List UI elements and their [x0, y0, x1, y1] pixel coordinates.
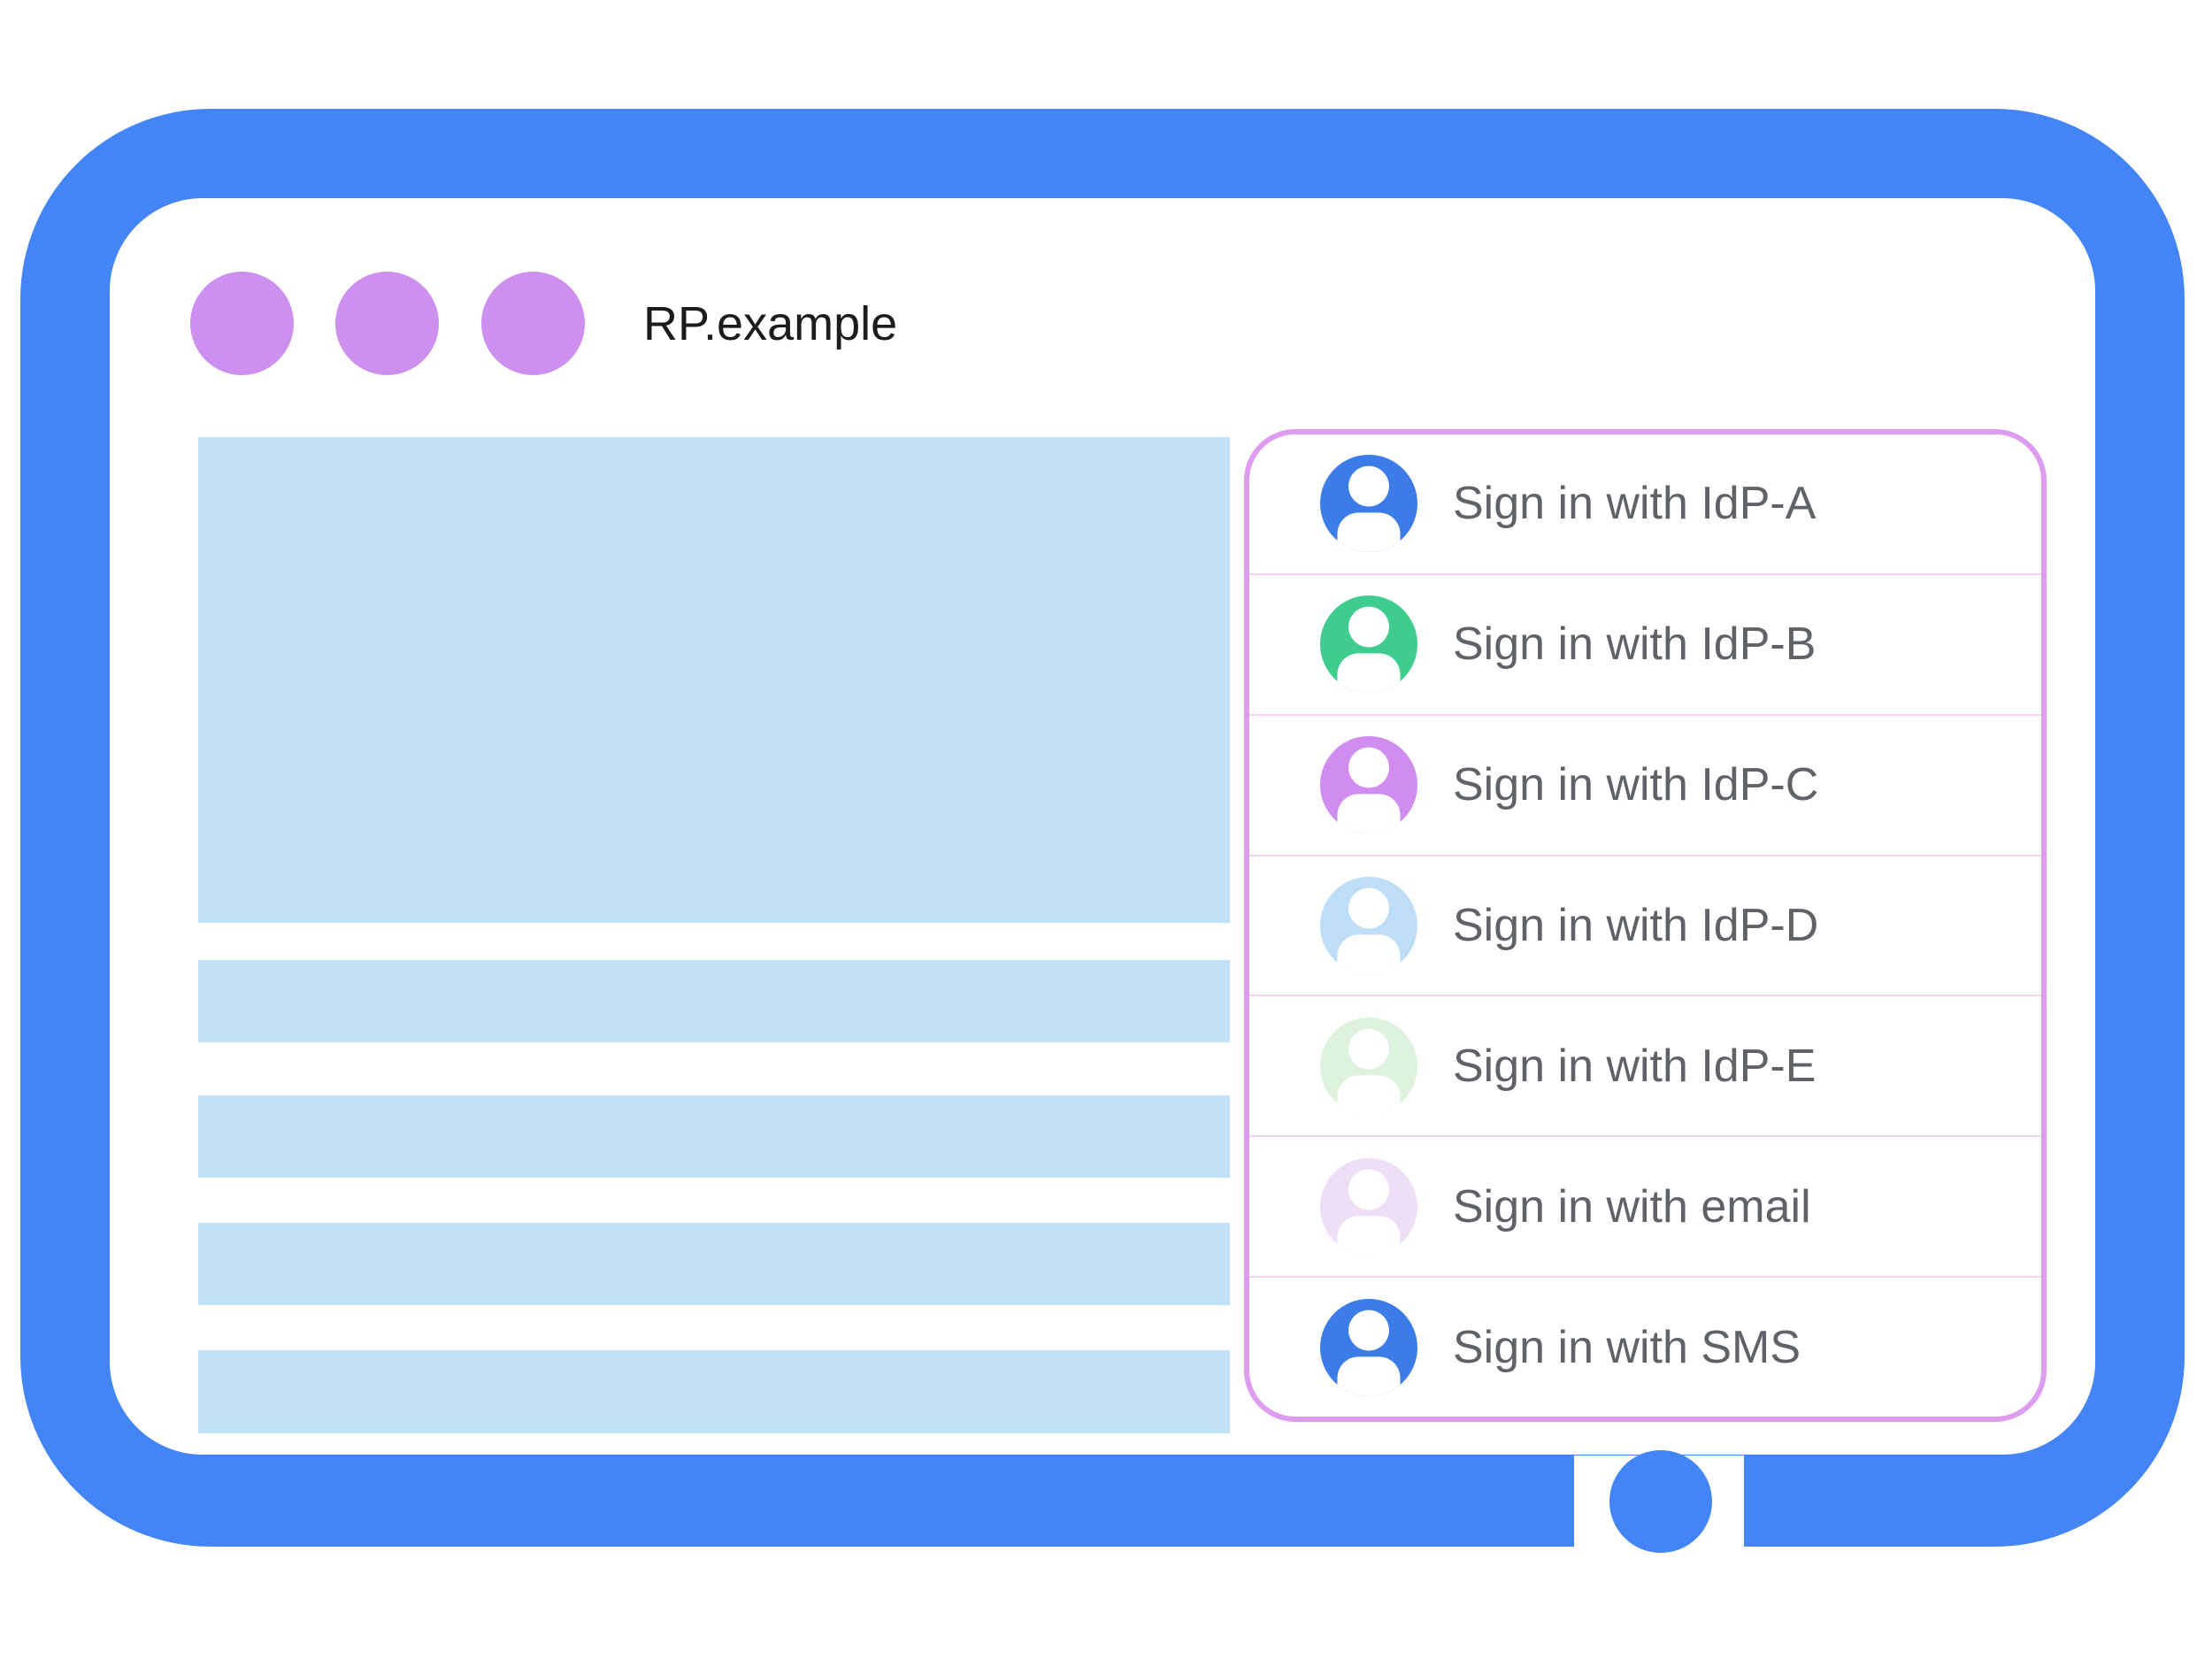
signin-option-sign-in-with-idp-e[interactable]: Sign in with IdP-E [1249, 995, 2041, 1135]
window-control-dot[interactable] [190, 272, 294, 375]
signin-option-label: Sign in with IdP-A [1453, 478, 1816, 530]
signin-option-label: Sign in with IdP-B [1453, 618, 1816, 671]
window-control-dot[interactable] [481, 272, 585, 375]
user-avatar-icon [1320, 595, 1417, 694]
frame-bar-left-cap [1486, 1457, 1574, 1547]
signin-option-label: Sign in with SMS [1453, 1321, 1801, 1373]
user-avatar-icon [1320, 455, 1417, 553]
content-placeholder-line [198, 1350, 1230, 1433]
signin-option-sign-in-with-idp-c[interactable]: Sign in with IdP-C [1249, 713, 2041, 855]
frame-bar-right-cap [1744, 1457, 1832, 1547]
signin-option-sign-in-with-idp-a[interactable]: Sign in with IdP-A [1249, 434, 2041, 573]
user-avatar-icon [1320, 1017, 1417, 1115]
content-placeholder-line [198, 1223, 1230, 1305]
home-button[interactable] [1609, 1450, 1712, 1553]
user-avatar-icon [1320, 1157, 1417, 1256]
signin-option-label: Sign in with IdP-D [1453, 900, 1819, 951]
window-control-dot[interactable] [335, 272, 439, 375]
signin-option-sign-in-with-idp-b[interactable]: Sign in with IdP-B [1249, 572, 2041, 714]
user-avatar-icon [1320, 736, 1417, 834]
signin-chooser-panel: Sign in with IdP-A Sign in with IdP-B [1244, 429, 2047, 1422]
page-title: RP.example [643, 297, 898, 350]
signin-option-sign-in-with-email[interactable]: Sign in with email [1249, 1135, 2041, 1276]
signin-option-label: Sign in with IdP-E [1453, 1040, 1816, 1092]
signin-option-sign-in-with-idp-d[interactable]: Sign in with IdP-D [1249, 854, 2041, 995]
user-avatar-icon [1320, 877, 1417, 974]
user-avatar-icon [1320, 1298, 1417, 1396]
content-placeholder-line [198, 1095, 1230, 1178]
signin-option-label: Sign in with email [1453, 1180, 1811, 1233]
content-placeholder-line [198, 960, 1230, 1042]
content-placeholder-hero [198, 437, 1230, 923]
signin-option-label: Sign in with IdP-C [1453, 759, 1819, 811]
signin-option-sign-in-with-sms[interactable]: Sign in with SMS [1249, 1276, 2041, 1417]
